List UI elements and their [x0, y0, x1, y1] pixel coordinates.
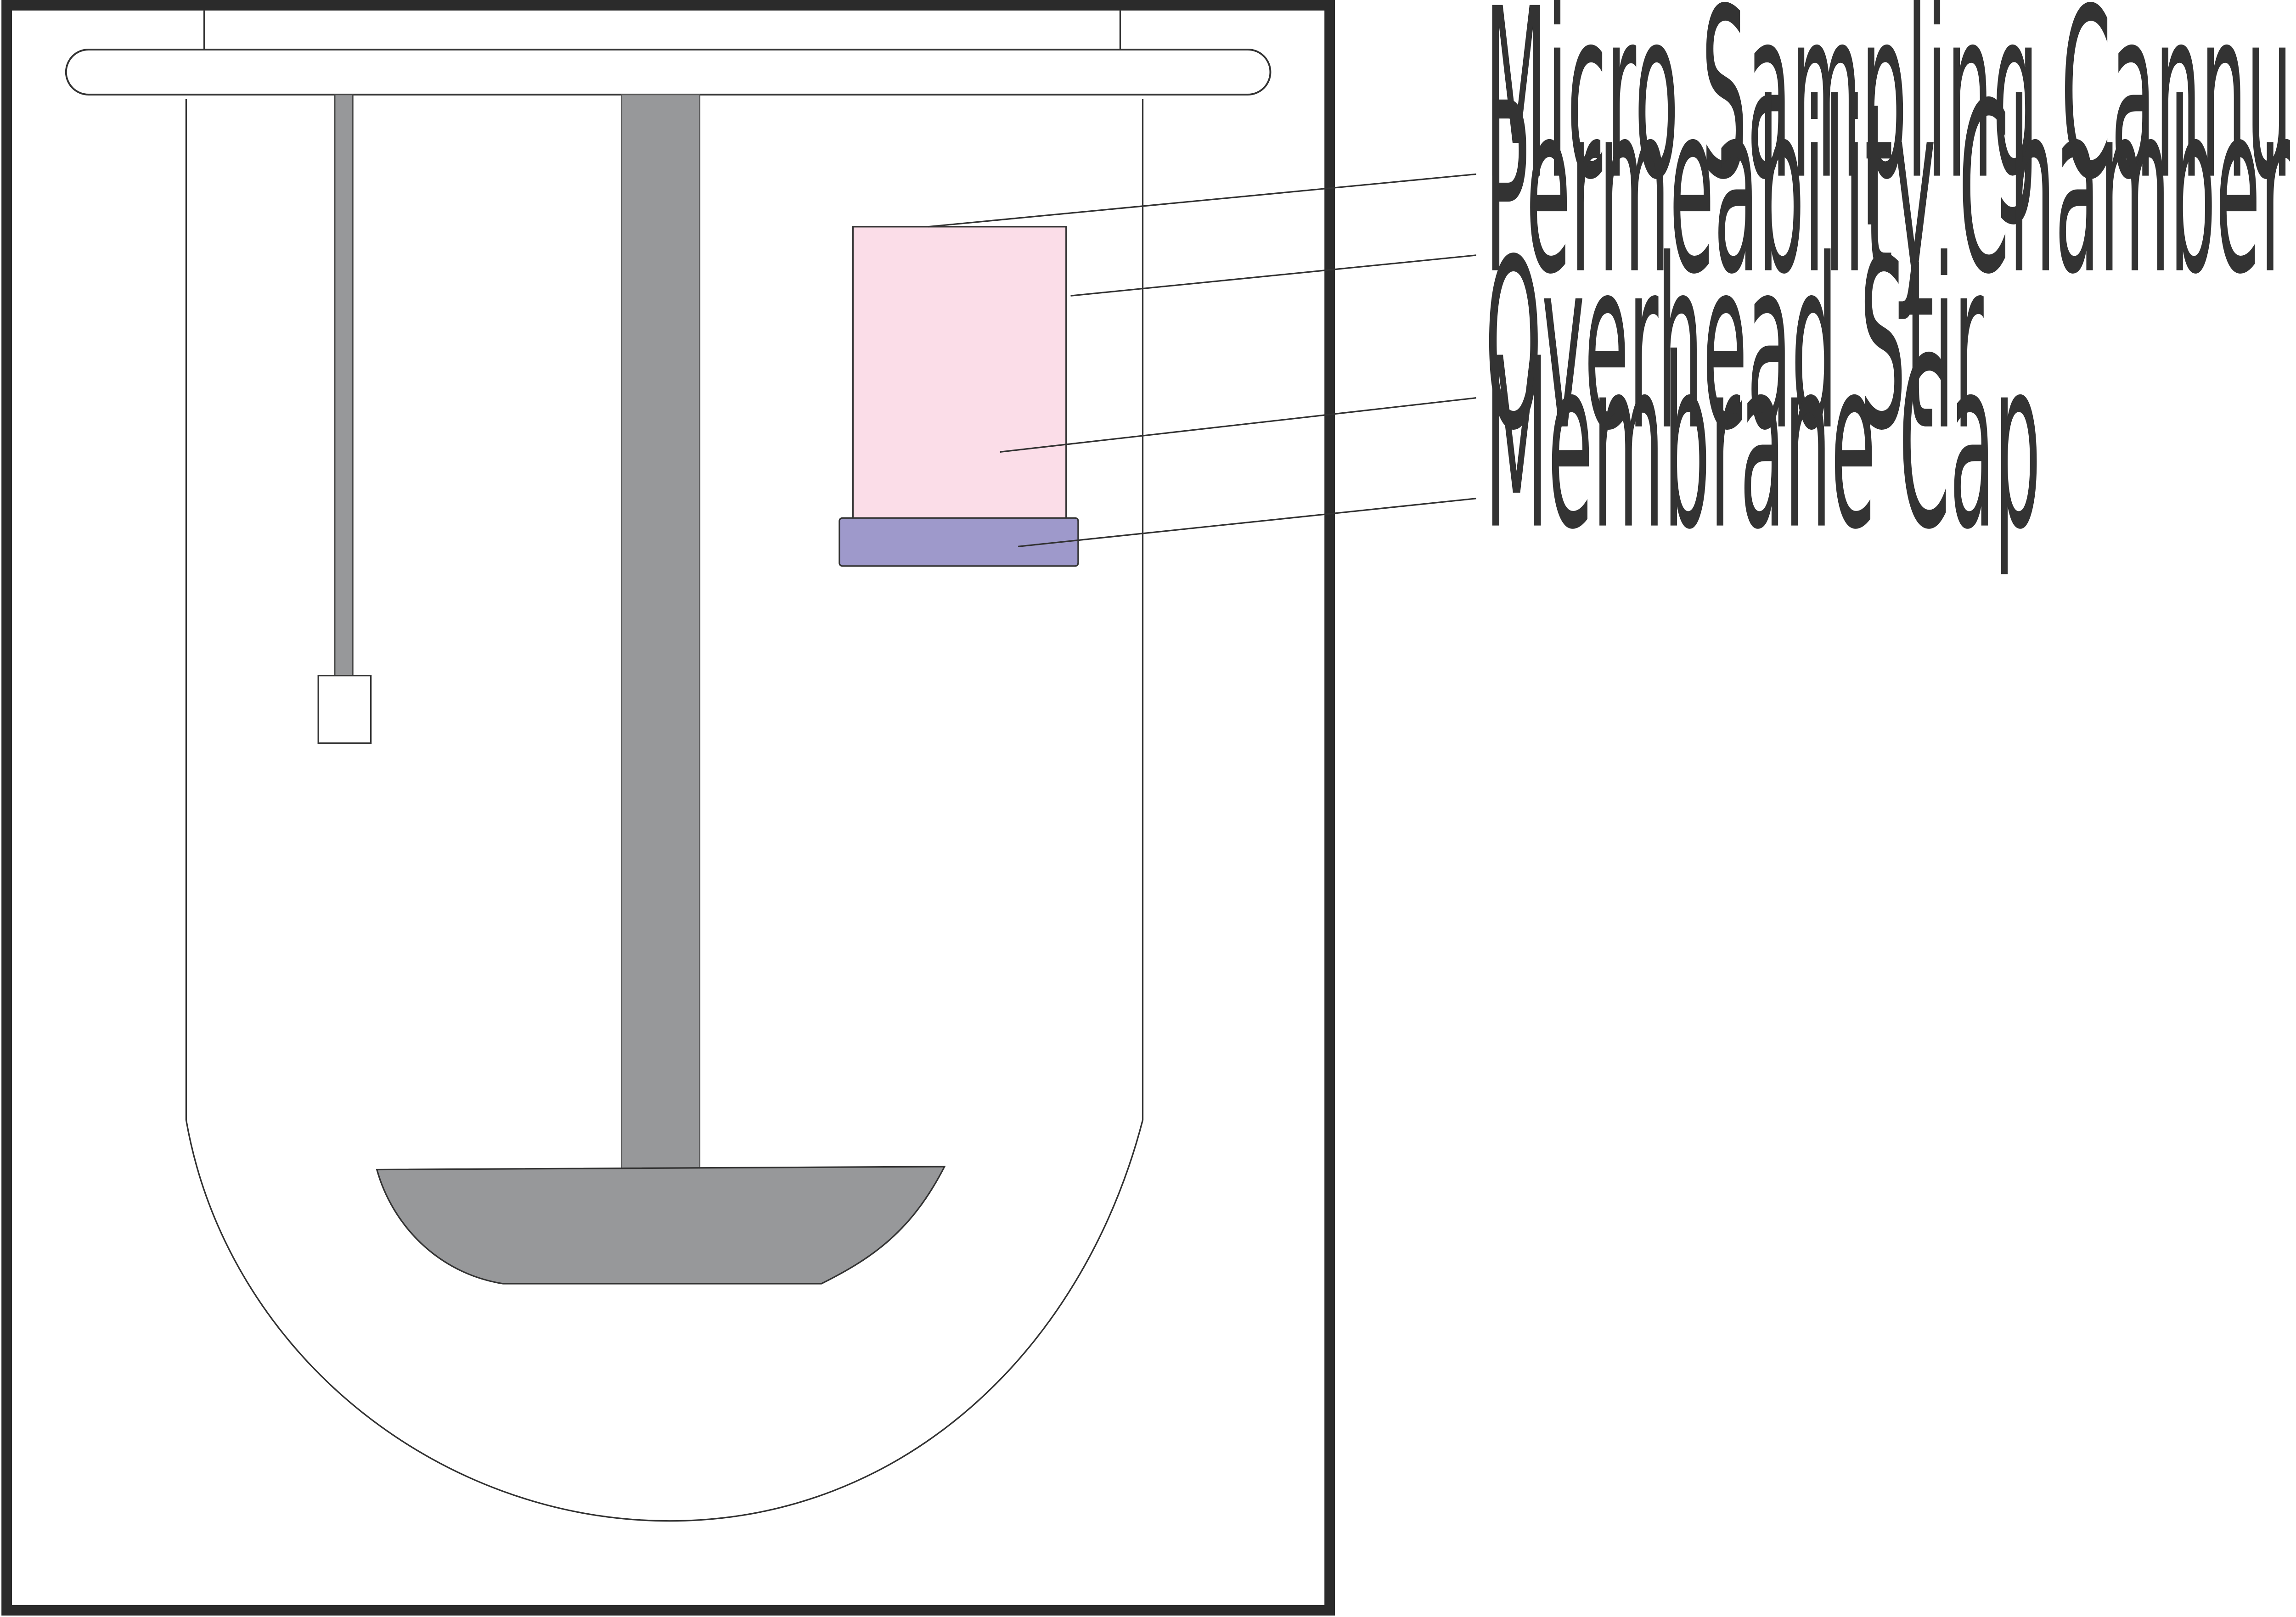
stir-shaft — [621, 94, 701, 1170]
label-micro-sampling-cannula: Micro Sampling Cannula — [1485, 0, 2296, 231]
leader-line-permeability-chamber — [1070, 254, 1476, 297]
cannula-probe-tip-icon — [317, 674, 372, 744]
label-overhead-stir: Overhead Stir — [1485, 209, 1984, 482]
leader-line-membrane-cap — [1018, 498, 1476, 547]
vessel-icon — [185, 99, 1144, 1522]
label-membrane-cap: Membrane Cap — [1485, 309, 2041, 581]
membrane-cap — [838, 517, 1079, 567]
cannula-probe-rod — [334, 94, 354, 676]
stir-paddle-icon — [376, 1166, 946, 1285]
leader-line-overhead-stir — [1000, 397, 1476, 453]
top-support-bar — [65, 48, 1272, 95]
label-permeability-chamber: Permeability Chamber — [1485, 53, 2291, 326]
leader-line-micro-sampling-cannula — [928, 173, 1476, 228]
permeability-chamber — [852, 226, 1067, 522]
